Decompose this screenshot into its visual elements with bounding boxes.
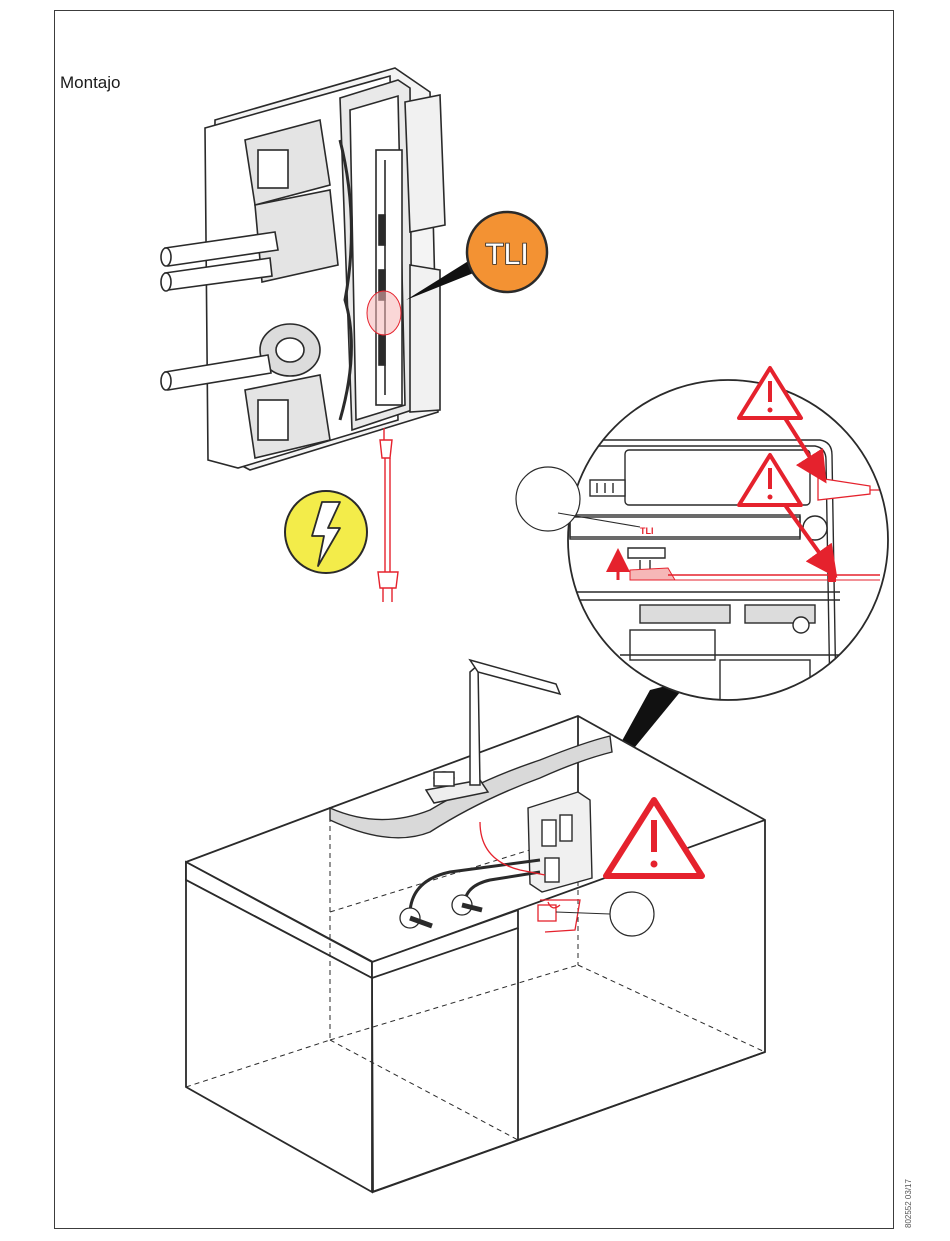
reference-circle — [610, 892, 654, 936]
reference-circle — [516, 467, 580, 531]
detail-connector-label: TLI — [640, 526, 654, 536]
installed-unit — [528, 792, 592, 892]
power-cable — [378, 428, 398, 602]
tli-connector-highlight — [367, 291, 401, 335]
tli-badge-label: TLI — [485, 238, 528, 271]
detail-magnifier: TLI — [568, 380, 888, 700]
lightning-bolt-icon — [285, 491, 367, 573]
